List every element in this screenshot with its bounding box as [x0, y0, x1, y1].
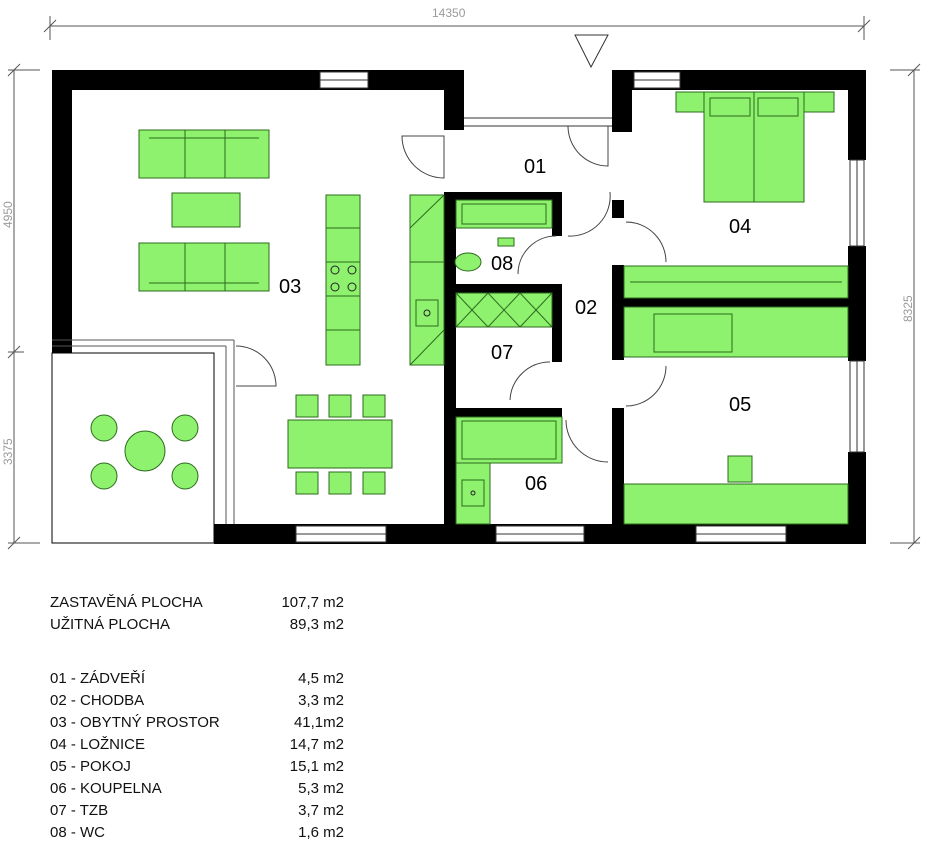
room-list-value: 3,7 m2 [298, 802, 344, 819]
room-list-label: 02 - CHODBA [50, 692, 145, 709]
room-number-05: 05 [729, 394, 751, 416]
room-list-label: 06 - KOUPELNA [50, 780, 162, 797]
room05-furniture [623, 306, 849, 525]
room-list-value: 14,7 m2 [289, 736, 344, 753]
room-number-07: 07 [491, 342, 513, 364]
room-list-label: 03 - OBYTNÝ PROSTOR [50, 714, 220, 731]
summary-value: 107,7 m2 [281, 594, 344, 611]
room-number-03: 03 [279, 276, 301, 298]
dim-left-lower: 3375 [1, 438, 15, 465]
terrace-furniture [90, 414, 199, 490]
room-list-label: 01 - ZÁDVEŘÍ [50, 670, 146, 687]
room-list-value: 41,1m2 [293, 714, 344, 731]
summary-label: UŽITNÁ PLOCHA [50, 616, 171, 633]
room-number-08: 08 [491, 253, 513, 275]
dim-overall-width: 14350 [432, 6, 466, 20]
living-furniture [138, 129, 445, 495]
interior-walls [444, 192, 848, 524]
room-list-label: 04 - LOŽNICE [50, 736, 146, 753]
room-number-04: 04 [729, 216, 751, 238]
room-number-02: 02 [575, 297, 597, 319]
room-number-06: 06 [525, 473, 547, 495]
floor-plan: 14350 4950 3375 8325 [1, 6, 921, 550]
room-list-value: 1,6 m2 [298, 824, 344, 841]
service-furniture [454, 199, 563, 525]
bedroom-furniture [623, 91, 849, 299]
room-list-value: 5,3 m2 [298, 780, 344, 797]
dimension-lines [7, 16, 921, 550]
room-number-01: 01 [524, 156, 546, 178]
room-list-label: 08 - WC [50, 824, 106, 841]
dim-overall-depth: 8325 [901, 295, 915, 322]
room-list-value: 3,3 m2 [298, 692, 344, 709]
windows [295, 71, 865, 543]
summary-value: 89,3 m2 [289, 616, 344, 633]
room-list-value: 4,5 m2 [298, 670, 344, 687]
dim-left-upper: 4950 [1, 201, 15, 228]
summary-label: ZASTAVĚNÁ PLOCHA [50, 594, 203, 611]
room-list-label: 05 - POKOJ [50, 758, 131, 775]
room-list-value: 15,1 m2 [289, 758, 344, 775]
room-list-label: 07 - TZB [50, 802, 109, 819]
doors [51, 117, 667, 544]
